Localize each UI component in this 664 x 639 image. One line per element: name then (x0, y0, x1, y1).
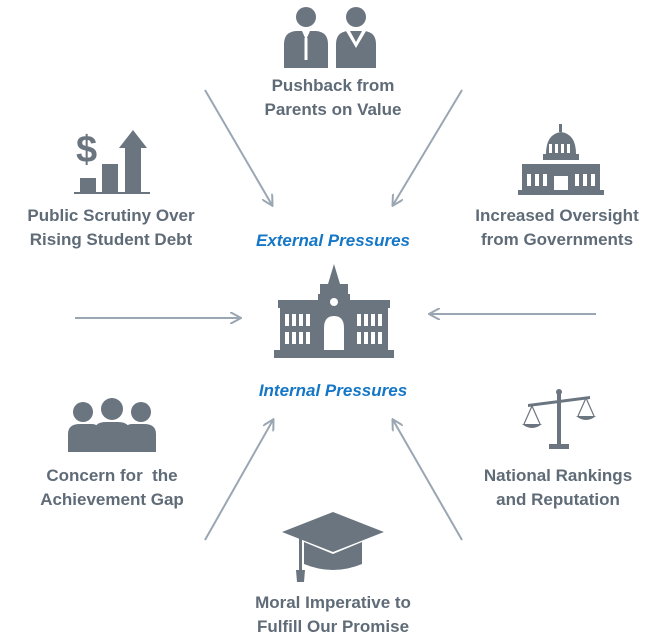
dollar-growth-chart-icon: $ (74, 129, 150, 194)
arrow-government (393, 89, 463, 205)
group-people-icon (68, 398, 156, 452)
label-debt-line1: Public Scrutiny Over (27, 206, 195, 225)
label-moral: Moral Imperative to Fulfill Our Promise (222, 591, 444, 639)
label-achievement: Concern for the Achievement Gap (0, 464, 224, 512)
label-rankings-line2: and Reputation (496, 490, 620, 509)
label-rankings: National Rankings and Reputation (452, 464, 664, 512)
label-government-line2: from Governments (480, 230, 634, 249)
balance-scale-icon (522, 389, 596, 449)
label-debt-line2: Rising Student Debt (29, 230, 193, 249)
label-moral-line2: Fulfill Our Promise (256, 617, 410, 636)
arrow-achievement (204, 420, 273, 541)
label-parents: Pushback from Parents on Value (233, 74, 433, 122)
label-parents-line2: Parents on Value (264, 100, 402, 119)
capitol-building-icon (518, 124, 604, 195)
label-rankings-line1: National Rankings (483, 466, 633, 485)
label-achievement-line2: Achievement Gap (40, 490, 184, 509)
label-government: Increased Oversight from Governments (450, 204, 664, 252)
arrow-moral (393, 420, 463, 541)
university-building-icon (274, 264, 394, 358)
label-external-pressures: External Pressures (255, 231, 411, 250)
arrow-parents (204, 89, 272, 205)
svg-text:$: $ (76, 129, 97, 171)
label-parents-line1: Pushback from (271, 76, 395, 95)
label-government-line1: Increased Oversight (475, 206, 639, 225)
businesspeople-icon (284, 7, 376, 68)
label-internal-pressures: Internal Pressures (258, 381, 408, 400)
label-moral-line1: Moral Imperative to (255, 593, 411, 612)
label-debt: Public Scrutiny Over Rising Student Debt (0, 204, 222, 252)
graduation-cap-icon (282, 512, 384, 582)
label-achievement-line1: Concern for the (46, 466, 178, 485)
